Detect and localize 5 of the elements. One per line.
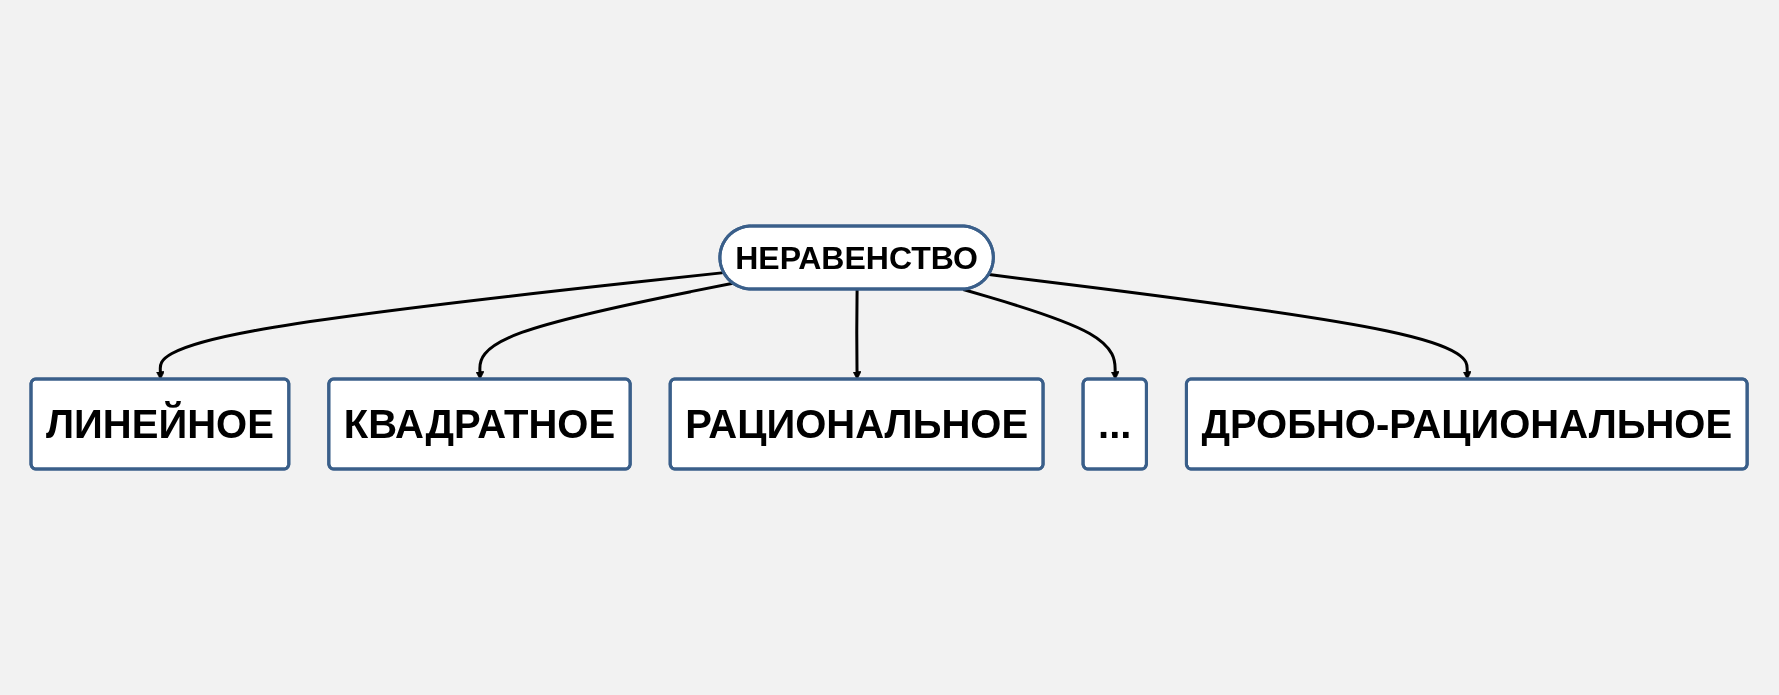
arrow	[963, 288, 1120, 380]
arrow	[156, 271, 725, 380]
arrow	[853, 289, 862, 380]
arrow	[989, 273, 1472, 380]
arrow	[475, 281, 734, 380]
